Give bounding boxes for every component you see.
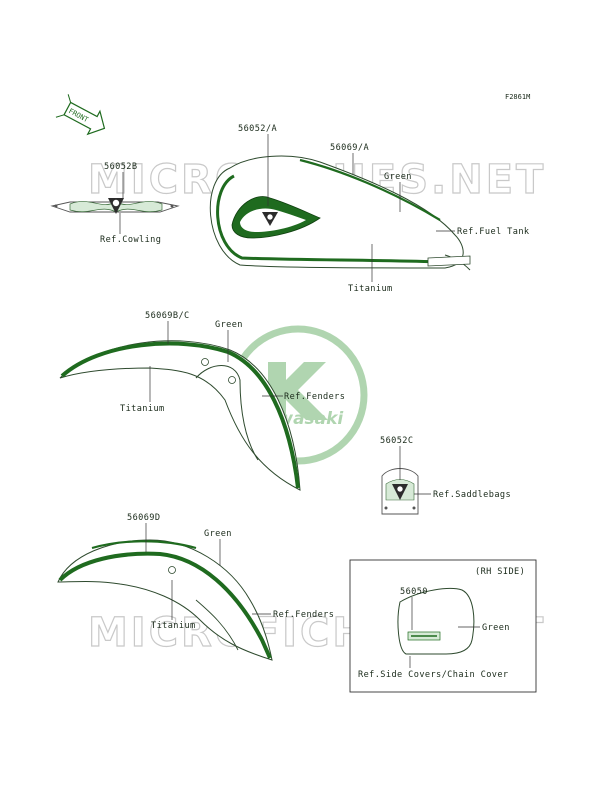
saddlebag-emblem xyxy=(381,468,419,515)
front-fender-code: 56069B/C xyxy=(145,311,190,321)
rear-fender xyxy=(57,539,273,661)
cowling-ref: Ref.Cowling xyxy=(100,235,161,245)
front-fender-ref: Ref.Fenders xyxy=(284,392,345,402)
side-cover xyxy=(397,588,475,655)
front-fender xyxy=(59,340,301,491)
rear-fender-code: 56069D xyxy=(127,513,160,523)
tank-titanium-label: Titanium xyxy=(348,284,393,294)
tank-code-a: 56052/A xyxy=(238,124,277,134)
front-fender-green-label: Green xyxy=(215,320,243,330)
rear-fender-green-label: Green xyxy=(204,529,232,539)
front-arrow-icon: FRONT xyxy=(55,94,106,136)
tank-green-label: Green xyxy=(384,172,412,182)
saddlebag-code: 56052C xyxy=(380,436,413,446)
tank-ref: Ref.Fuel Tank xyxy=(457,227,530,237)
side-cover-code: 56050 xyxy=(400,587,428,597)
side-cover-green-label: Green xyxy=(482,623,510,633)
fuel-tank xyxy=(209,155,471,271)
cowling-code: 56052B xyxy=(104,162,137,172)
front-fender-titanium-label: Titanium xyxy=(120,404,165,414)
side-cover-side-label: (RH SIDE) xyxy=(475,567,525,577)
saddlebag-ref: Ref.Saddlebags xyxy=(433,490,511,500)
cowling-emblem xyxy=(50,198,180,214)
tank-code-b: 56069/A xyxy=(330,143,369,153)
figure-code: F2861M xyxy=(505,93,530,101)
rear-fender-ref: Ref.Fenders xyxy=(273,610,334,620)
side-cover-ref: Ref.Side Covers/Chain Cover xyxy=(358,670,509,680)
rear-fender-titanium-label: Titanium xyxy=(151,621,196,631)
